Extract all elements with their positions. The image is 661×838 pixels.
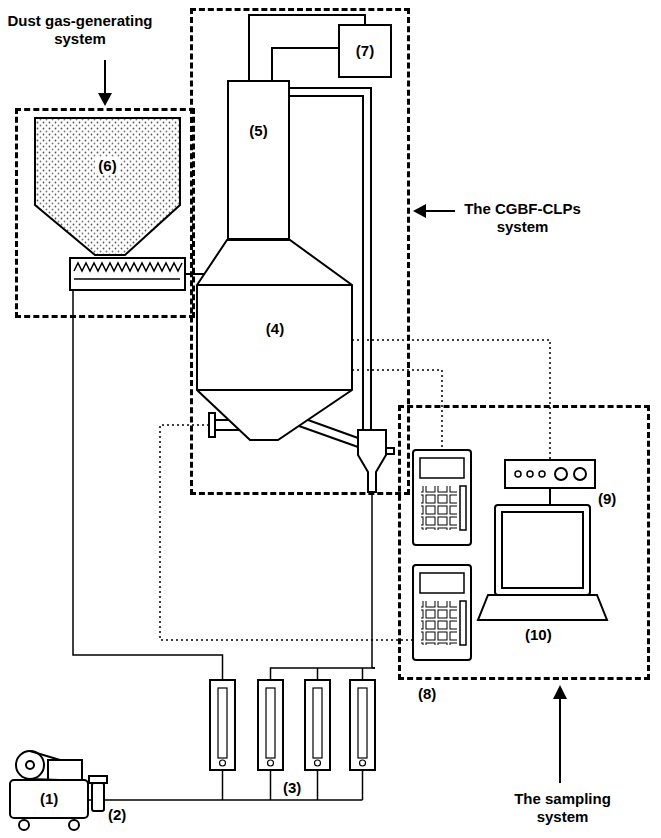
callout-number: (8) <box>418 685 436 702</box>
laptop-computer <box>495 505 590 595</box>
loop-seal <box>386 448 394 454</box>
data-acquisition-unit <box>549 488 551 505</box>
discharge-outlet <box>209 413 215 437</box>
callout-number: (4) <box>263 320 287 338</box>
system-boundary: The sampling system <box>398 405 650 680</box>
rotameter <box>313 688 322 758</box>
rotameter <box>305 680 330 770</box>
data-acquisition-unit <box>539 471 545 477</box>
air-filter <box>92 783 104 811</box>
transfer-pipe <box>308 420 358 438</box>
air-filter <box>89 776 107 811</box>
system-boundary: The CGBF-CLPs system(5)(7)(4) <box>190 8 410 495</box>
air-compressor <box>10 780 88 818</box>
data-acquisition-unit <box>515 471 521 477</box>
heading-arrow <box>104 60 106 95</box>
air-compressor <box>26 761 34 769</box>
dust-feed-hopper-outline <box>74 263 182 271</box>
air-line <box>317 668 319 680</box>
air-compressor <box>30 751 60 760</box>
laptop-computer <box>502 512 583 588</box>
loop-seal <box>358 430 386 492</box>
data-acquisition-unit <box>555 468 567 480</box>
air-line <box>362 770 364 800</box>
sampling-line <box>352 370 442 450</box>
rotameter <box>315 760 321 766</box>
rotameter <box>358 688 367 758</box>
rotameter <box>210 680 375 770</box>
data-acquisition-unit <box>574 468 586 480</box>
system-heading: Dust gas-generating system <box>5 12 155 48</box>
gas-meter <box>413 450 471 545</box>
air-compressor <box>69 820 79 830</box>
dust-feed-hopper: (6) <box>30 115 185 292</box>
filter-box: (7) <box>338 24 392 78</box>
transfer-pipe <box>299 420 358 447</box>
filter-vessel: (4) <box>195 240 355 445</box>
dust-feed-hopper-outline <box>35 118 180 255</box>
laptop-computer <box>478 595 607 620</box>
system-boundary: Dust gas-generating system(6) <box>15 108 195 318</box>
callout-number: (6) <box>95 157 119 175</box>
dust-feed-hopper-outline <box>70 258 185 290</box>
sampling-line <box>352 340 550 460</box>
callout-number: (7) <box>356 42 374 60</box>
filter-vessel-outline <box>197 389 352 391</box>
loop-seal <box>358 430 394 492</box>
laptop-computer <box>478 505 607 620</box>
filter-vessel-outline <box>195 240 355 445</box>
air-compressor <box>16 751 44 779</box>
rotameter <box>220 760 226 766</box>
air-line <box>104 799 363 801</box>
riser-column: (5) <box>227 80 290 240</box>
data-acquisition-unit <box>527 471 533 477</box>
air-line <box>222 770 224 800</box>
rotameter <box>268 760 274 766</box>
callout-number: (9) <box>598 490 616 507</box>
air-compressor <box>48 760 82 780</box>
air-line <box>362 668 364 680</box>
callout-number: (5) <box>249 122 267 140</box>
callout-number: (2) <box>108 806 126 823</box>
discharge-outlet <box>215 429 240 431</box>
air-filter <box>89 776 107 783</box>
rotameter <box>266 688 275 758</box>
rotameter <box>218 688 227 758</box>
rotameter <box>360 760 366 766</box>
air-line <box>317 770 319 800</box>
air-line <box>371 492 373 668</box>
pipe-connector <box>272 48 338 80</box>
transfer-pipe <box>299 426 358 447</box>
data-acquisition-unit <box>505 460 595 488</box>
dust-feed-hopper-outline <box>74 278 180 280</box>
air-line <box>372 667 375 669</box>
heading-arrow <box>424 210 455 212</box>
callout-number: (1) <box>40 790 58 807</box>
sampling-line <box>160 425 413 640</box>
air-compressor <box>30 779 60 780</box>
heading-arrow <box>553 685 567 699</box>
rotameter <box>350 680 375 770</box>
air-line <box>271 668 376 680</box>
air-compressor <box>19 820 29 830</box>
air-compressor <box>10 751 88 830</box>
callout-number: (10) <box>525 626 552 643</box>
filter-vessel-outline <box>197 240 352 440</box>
filter-vessel-outline <box>197 284 352 286</box>
air-line <box>270 770 272 800</box>
gas-meter <box>413 565 471 660</box>
rotameter <box>258 680 283 770</box>
heading-arrow <box>98 93 112 106</box>
system-heading: The sampling system <box>495 790 630 826</box>
callout-number: (3) <box>283 779 301 796</box>
system-heading: The CGBF-CLPs system <box>460 200 585 236</box>
dust-feed-hopper-outline <box>30 115 185 292</box>
rotameter <box>210 680 235 770</box>
heading-arrow <box>559 697 561 783</box>
data-acquisition-unit <box>505 460 595 505</box>
heading-arrow <box>413 204 426 218</box>
